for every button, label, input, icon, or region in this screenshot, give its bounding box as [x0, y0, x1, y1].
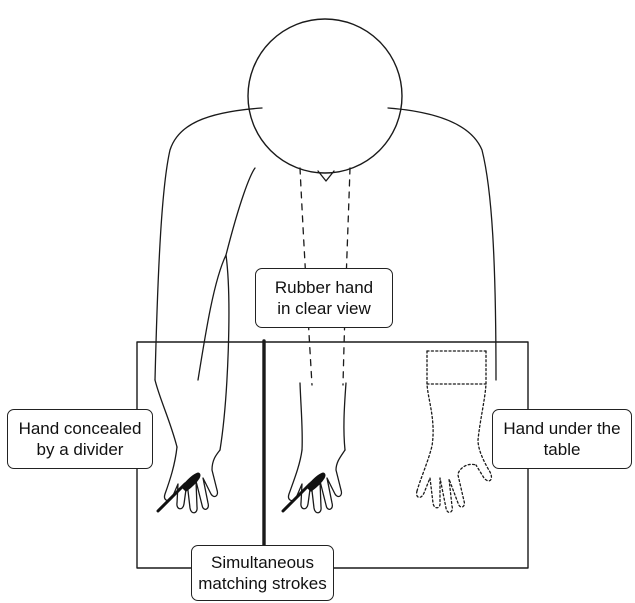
concealed-hand-label-line1: Hand concealed [8, 418, 152, 439]
brush-left [158, 473, 200, 511]
under-table-label-line1: Hand under the [493, 418, 631, 439]
strokes-label-line1: Simultaneous [192, 552, 333, 573]
hidden-hand-dotted [417, 351, 492, 512]
strokes-label-line2: matching strokes [192, 573, 333, 594]
strokes-label: Simultaneous matching strokes [191, 545, 334, 601]
table-outline [137, 342, 528, 568]
head [248, 19, 402, 173]
torso-right-shoulder [388, 108, 496, 380]
rubber-arm-right [344, 383, 346, 450]
rubber-hand-label: Rubber hand in clear view [255, 268, 393, 328]
torso-left-shoulder [155, 108, 262, 380]
left-torso-inner [226, 168, 255, 255]
concealed-hand-label: Hand concealed by a divider [7, 409, 153, 469]
rubber-arm-left [300, 383, 302, 450]
rubber-hand-label-line2: in clear view [256, 298, 392, 319]
left-arm-inner [198, 255, 229, 450]
under-table-label: Hand under the table [492, 409, 632, 469]
left-arm-outer [155, 380, 177, 447]
under-table-label-line2: table [493, 439, 631, 460]
rubber-hand-label-line1: Rubber hand [256, 277, 392, 298]
concealed-hand-label-line2: by a divider [8, 439, 152, 460]
